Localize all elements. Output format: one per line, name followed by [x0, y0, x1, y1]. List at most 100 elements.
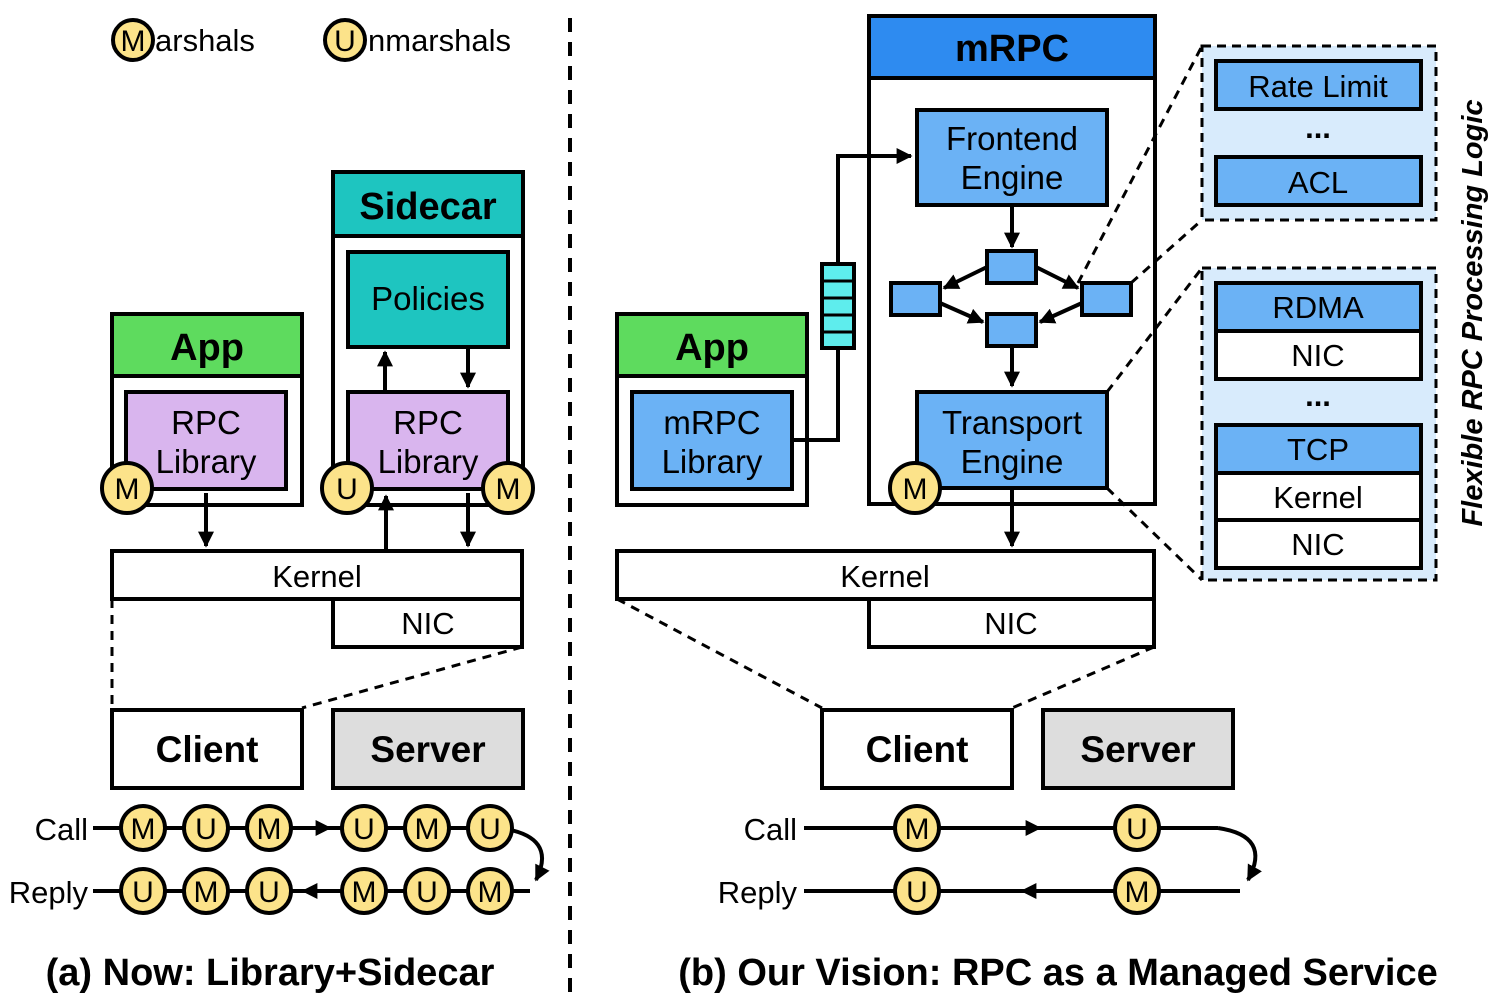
marker-letter: M	[194, 876, 219, 909]
right-nic-label: NIC	[984, 606, 1037, 641]
marker-letter: M	[352, 876, 377, 909]
legend-unmarshal-icon	[323, 18, 367, 62]
frontend-line1: Frontend	[946, 120, 1078, 157]
transport-engine	[915, 390, 1109, 490]
mrpc-library-line2: Library	[662, 443, 763, 480]
acl-label: ACL	[1288, 165, 1348, 200]
marker-letter: U	[416, 876, 438, 909]
marker-letter: U	[195, 813, 217, 846]
unmarshal-marker	[245, 867, 293, 915]
left-rpc-line2: Library	[156, 443, 257, 480]
left-kernel	[110, 549, 524, 601]
rdma-nic-label: NIC	[1291, 338, 1344, 373]
right-server	[1041, 708, 1235, 790]
policies-label: Policies	[371, 280, 485, 317]
marshal-marker	[466, 867, 514, 915]
transport-line2: Engine	[961, 443, 1064, 480]
graph-edge	[942, 265, 988, 290]
left-nic-label: NIC	[401, 606, 454, 641]
right-reply-label: Reply	[718, 875, 798, 910]
zoom-line	[1076, 45, 1204, 284]
graph-edge	[1035, 265, 1080, 290]
sidecar-rpc-line1: RPC	[393, 404, 463, 441]
rdma-label: RDMA	[1272, 290, 1364, 325]
left-rpc-library	[124, 390, 288, 491]
policy-ellipsis: ...	[1305, 110, 1331, 145]
marshal-marker	[1113, 867, 1161, 915]
left-panel: Sidecar Policies RPC Library App RPC Lib…	[9, 170, 550, 994]
left-nic	[331, 597, 524, 649]
marker-letter: M	[478, 876, 503, 909]
zoom-line	[616, 597, 823, 710]
mrpc-library	[630, 390, 794, 491]
mrpc-title: mRPC	[955, 28, 1069, 70]
rate-limit-engine	[1214, 59, 1423, 111]
transport-line1: Transport	[942, 404, 1082, 441]
unmarshal-marker	[466, 804, 514, 852]
sidecar-title: Sidecar	[359, 186, 497, 228]
transport-ellipsis: ...	[1305, 378, 1331, 413]
frontend-engine	[915, 108, 1109, 207]
sidecar-rpc-line2: Library	[378, 443, 479, 480]
sidecar-rpc-library	[346, 390, 510, 491]
side-label: Flexible RPC Processing Logic	[1457, 99, 1489, 526]
unmarshal-marker	[320, 461, 374, 515]
marker-letter: U	[132, 876, 154, 909]
right-server-label: Server	[1080, 729, 1195, 770]
zoom-line	[1011, 645, 1155, 710]
policy-engine-panel: Rate Limit ... ACL	[1076, 44, 1438, 285]
sidecar-header	[331, 170, 525, 238]
tcp-nic	[1214, 518, 1423, 570]
engine-node-bottom	[985, 312, 1038, 348]
left-server-label: Server	[370, 729, 485, 770]
left-client-label: Client	[156, 729, 259, 770]
rdma-nic	[1214, 329, 1423, 381]
right-client-label: Client	[866, 729, 969, 770]
engine-node-left	[889, 281, 942, 317]
legend-marshal-text: arshals	[155, 23, 255, 58]
legend: M arshals U nmarshals	[111, 18, 511, 62]
unmarshal-marker	[119, 867, 167, 915]
left-kernel-label: Kernel	[272, 559, 362, 594]
marker-letter: M	[496, 473, 521, 506]
unmarshal-marker	[403, 867, 451, 915]
legend-marshal-letter: M	[121, 25, 146, 58]
marshal-marker	[245, 804, 293, 852]
marshal-marker	[481, 461, 535, 515]
mrpc-library-line1: mRPC	[663, 404, 760, 441]
transport-engine-panel: RDMA NIC ... TCP Kernel NIC	[1105, 266, 1438, 582]
frontend-line2: Engine	[961, 159, 1064, 196]
marker-letter: M	[415, 813, 440, 846]
marker-letter: M	[1125, 876, 1150, 909]
marker-letter: M	[903, 473, 928, 506]
right-app-title: App	[675, 327, 749, 369]
marker-letter: U	[479, 813, 501, 846]
marker-letter: M	[257, 813, 282, 846]
marker-letter: U	[906, 876, 928, 909]
left-call-label: Call	[35, 812, 88, 847]
zoom-line	[301, 645, 523, 710]
right-nic	[867, 597, 1156, 649]
tcp-engine	[1214, 423, 1423, 475]
marker-letter: M	[131, 813, 156, 846]
tcp-nic-label: NIC	[1291, 527, 1344, 562]
unmarshal-marker	[893, 867, 941, 915]
acl-engine	[1214, 155, 1423, 207]
right-call-label: Call	[744, 812, 797, 847]
left-reply-label: Reply	[9, 875, 89, 910]
marshal-marker	[888, 461, 942, 515]
right-panel: mRPC Frontend Engine Transport Engine M …	[615, 14, 1438, 994]
left-app-title: App	[170, 327, 244, 369]
shared-memory-queue	[820, 262, 856, 350]
left-rpc-line1: RPC	[171, 404, 241, 441]
marker-letter: U	[258, 876, 280, 909]
marshal-marker	[340, 867, 388, 915]
policies-box	[346, 250, 510, 349]
right-caption: (b) Our Vision: RPC as a Managed Service	[678, 952, 1438, 994]
marker-letter: U	[1126, 813, 1148, 846]
left-server	[331, 708, 525, 790]
